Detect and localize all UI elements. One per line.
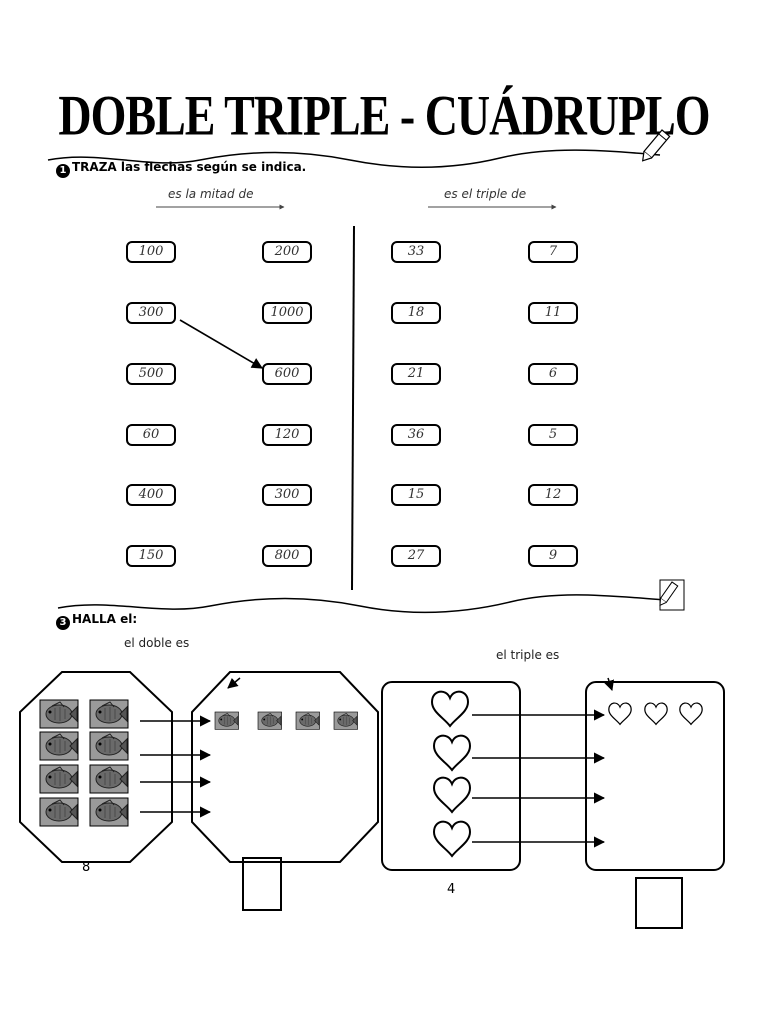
- caption-triple-of: es el triple de: [444, 187, 527, 201]
- fish-icon: [333, 711, 358, 730]
- number-box-triple-right[interactable]: 6: [528, 363, 578, 385]
- heart-count: 4: [447, 882, 456, 897]
- heart-answer-box: [635, 877, 683, 929]
- number-box-half-left[interactable]: 500: [126, 363, 176, 385]
- heart-icon: [433, 820, 471, 857]
- number-box-triple-right[interactable]: 7: [528, 241, 578, 263]
- heart-group-panel: [381, 681, 521, 871]
- number-box-half-right[interactable]: 1000: [262, 302, 312, 324]
- number-box-half-right[interactable]: 800: [262, 545, 312, 567]
- heart-icon: [433, 776, 471, 813]
- number-box-triple-right[interactable]: 12: [528, 484, 578, 506]
- fish-icon: [257, 711, 282, 730]
- number-box-triple-right[interactable]: 9: [528, 545, 578, 567]
- number-box-triple-left[interactable]: 18: [391, 302, 441, 324]
- pencil-icon: [641, 129, 671, 162]
- heart-icon: [433, 734, 471, 771]
- fish-icon: [39, 731, 79, 761]
- number-box-half-left[interactable]: 150: [126, 545, 176, 567]
- heart-icon: [431, 690, 469, 727]
- example-arrow: [179, 319, 263, 369]
- number-box-triple-right[interactable]: 5: [528, 424, 578, 446]
- number-box-triple-left[interactable]: 21: [391, 363, 441, 385]
- section-3-label: HALLA el:: [72, 612, 138, 626]
- number-box-half-right[interactable]: 200: [262, 241, 312, 263]
- fish-icon: [89, 699, 129, 729]
- fish-icon: [89, 797, 129, 827]
- number-box-triple-left[interactable]: 27: [391, 545, 441, 567]
- number-box-triple-left[interactable]: 15: [391, 484, 441, 506]
- fish-icon: [89, 731, 129, 761]
- wavy-divider-bottom: [57, 594, 667, 614]
- caption-double-is: el doble es: [124, 636, 190, 650]
- caption-triple-is: el triple es: [496, 648, 560, 662]
- section-number-badge: 3: [56, 616, 70, 630]
- section-1-label: TRAZA las flechas según se indica.: [72, 160, 307, 174]
- heart-result-panel: [585, 681, 725, 871]
- heart-icon: [608, 702, 632, 726]
- fish-group-octagon: [19, 671, 173, 863]
- number-box-half-left[interactable]: 400: [126, 484, 176, 506]
- number-box-triple-right[interactable]: 11: [528, 302, 578, 324]
- fish-icon: [39, 699, 79, 729]
- number-box-half-left[interactable]: 60: [126, 424, 176, 446]
- fish-icon: [89, 764, 129, 794]
- vertical-divider: [351, 225, 355, 591]
- pencil-icon: [659, 579, 685, 611]
- number-box-half-right[interactable]: 600: [262, 363, 312, 385]
- fish-icon: [295, 711, 320, 730]
- number-box-half-left[interactable]: 100: [126, 241, 176, 263]
- section-number-badge: 1: [56, 164, 70, 178]
- page-title: DOBLE TRIPLE - CUÁDRUPLO: [58, 83, 710, 147]
- number-box-triple-left[interactable]: 36: [391, 424, 441, 446]
- fish-answer-box: [242, 857, 282, 911]
- fish-icon: [214, 711, 239, 730]
- caption-half-of: es la mitad de: [168, 187, 254, 201]
- fish-icon: [39, 797, 79, 827]
- heart-icon: [644, 702, 668, 726]
- fish-icon: [39, 764, 79, 794]
- number-box-half-right[interactable]: 120: [262, 424, 312, 446]
- wavy-divider-top: [47, 149, 661, 169]
- number-box-half-right[interactable]: 300: [262, 484, 312, 506]
- heart-icon: [679, 702, 703, 726]
- number-box-half-left[interactable]: 300: [126, 302, 176, 324]
- fish-result-octagon: [191, 671, 379, 863]
- fish-count: 8: [82, 860, 91, 875]
- number-box-triple-left[interactable]: 33: [391, 241, 441, 263]
